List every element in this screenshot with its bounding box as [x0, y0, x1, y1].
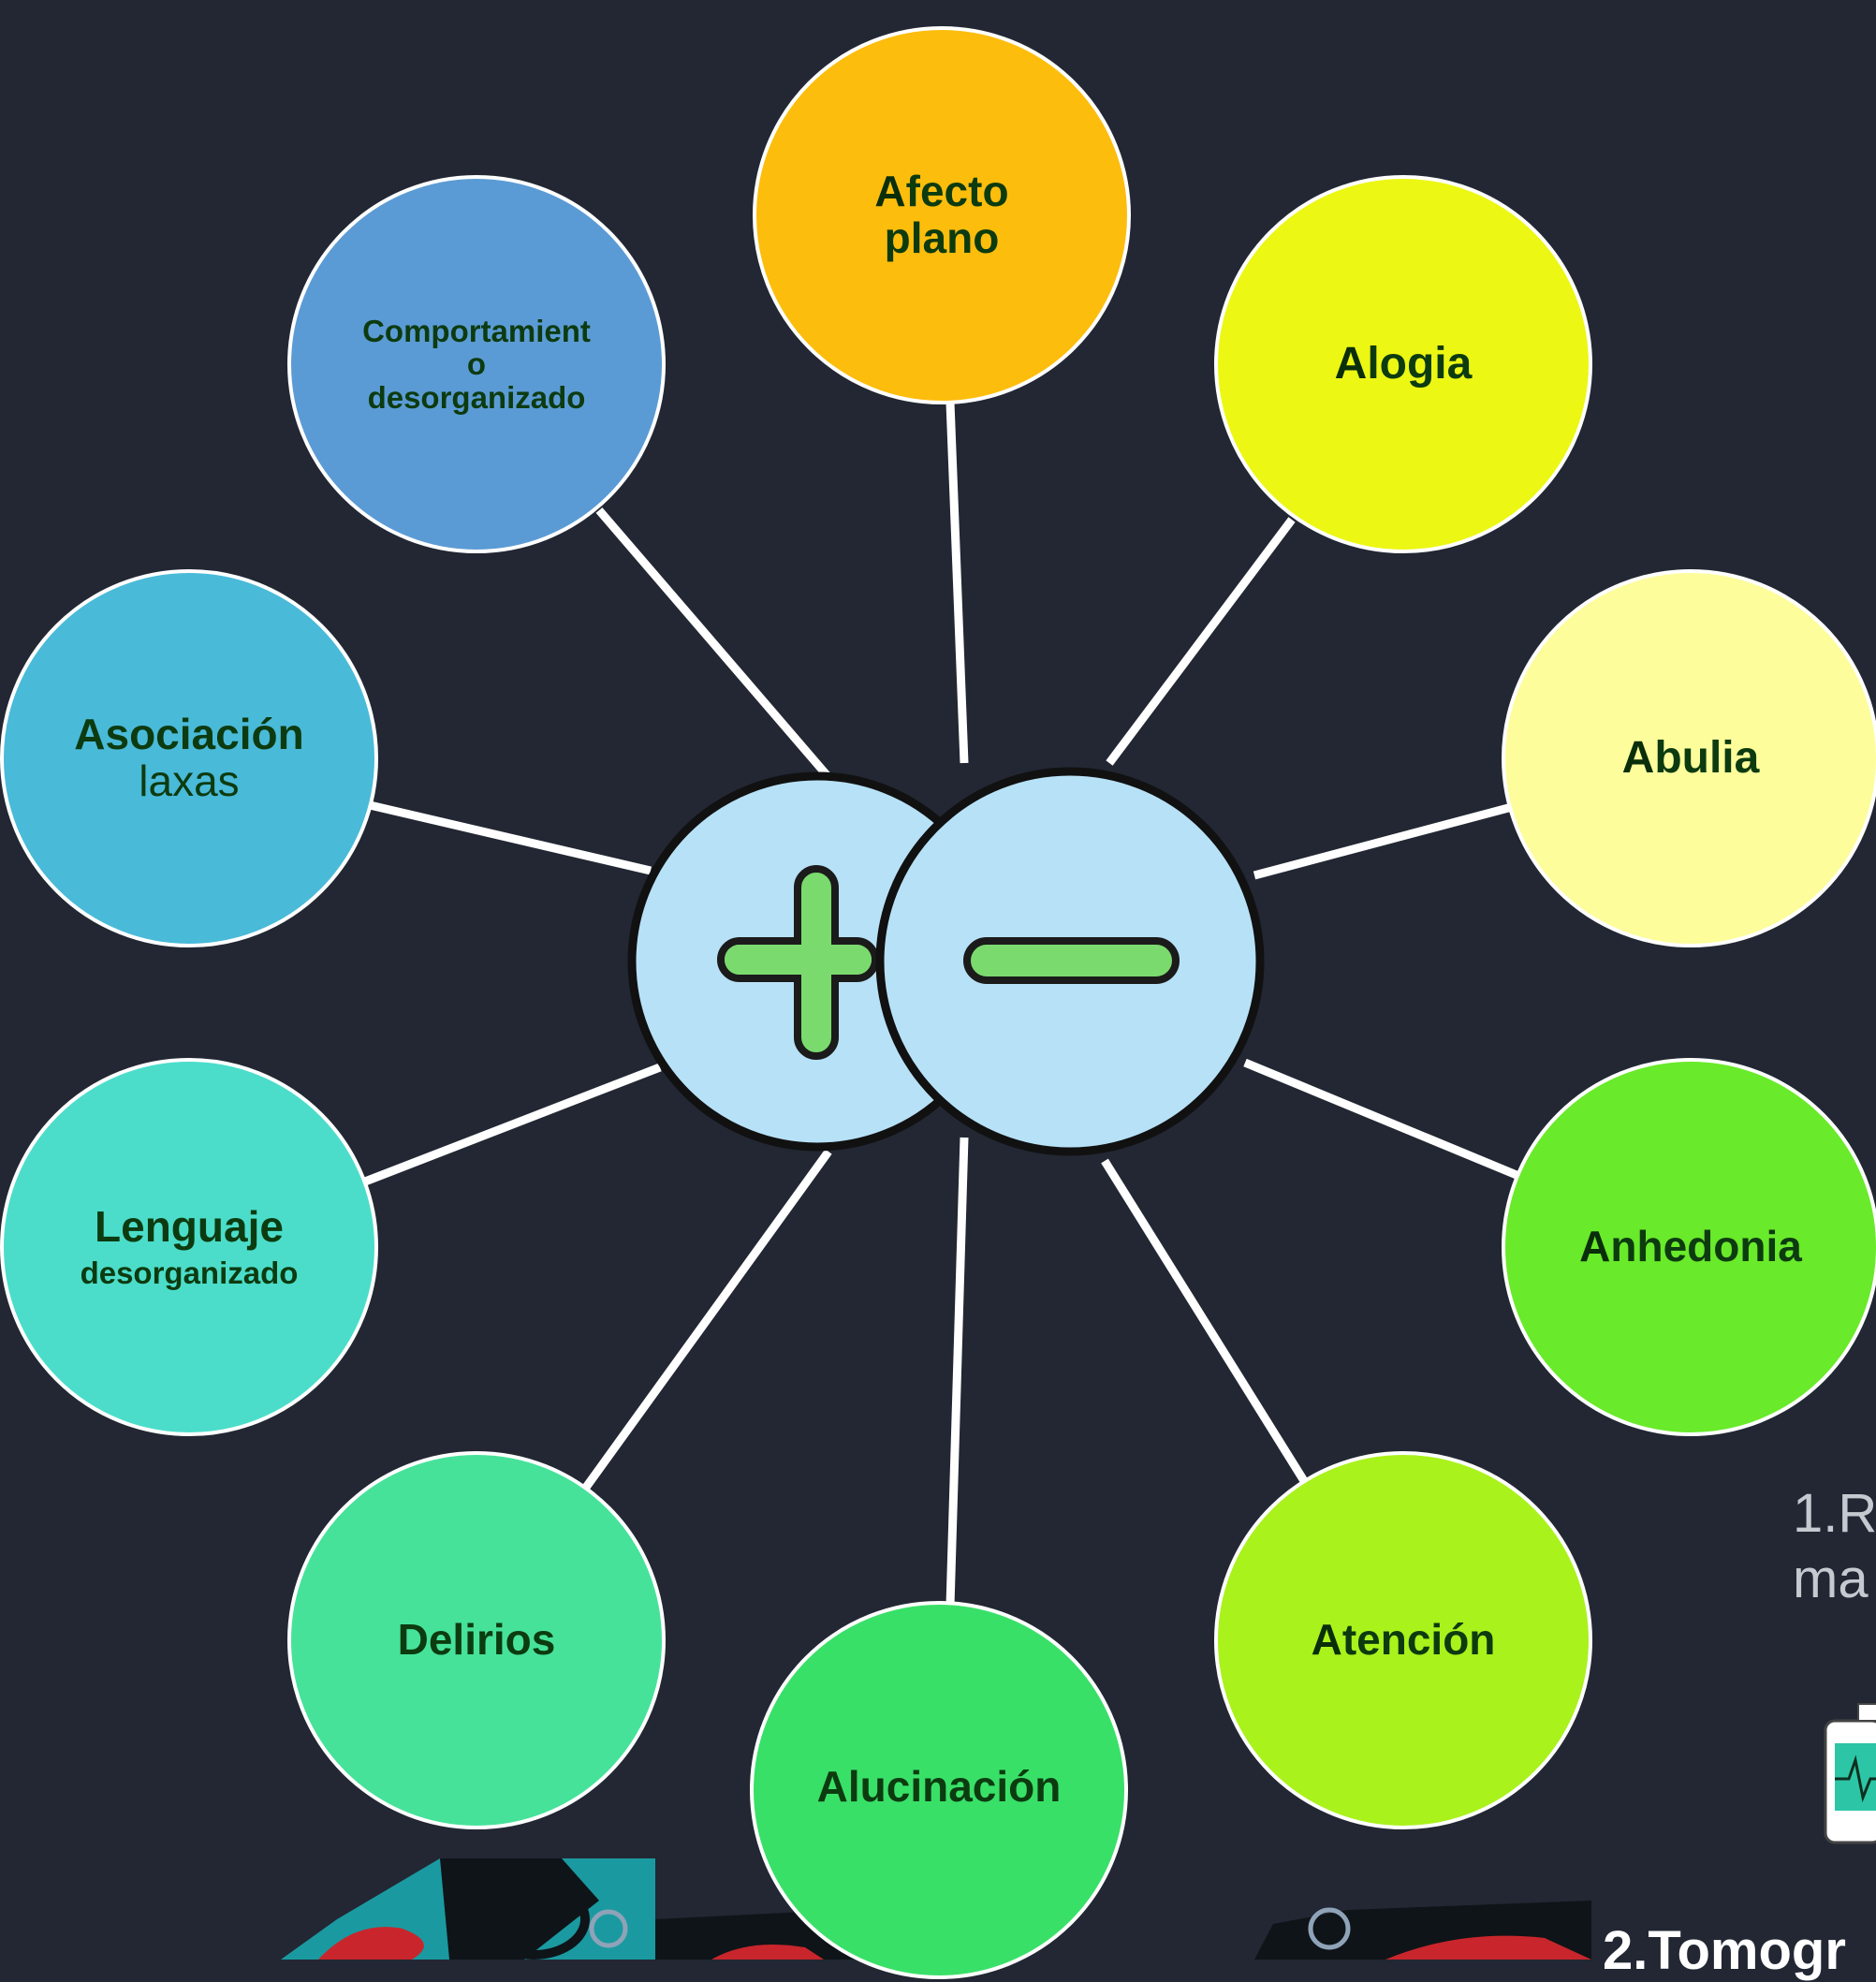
- node-anhedonia-rest: nhedonia: [1610, 1222, 1802, 1271]
- node-alogia-initial: A: [1334, 339, 1368, 389]
- node-anhedonia-initial: A: [1579, 1222, 1611, 1271]
- spoke-alucinacion: [945, 1137, 969, 1607]
- node-comportamiento-line3: desorganizado: [367, 379, 586, 415]
- node-afecto-initial: A: [874, 167, 906, 216]
- bottom-text: 2.Tomogr: [1603, 1920, 1846, 1981]
- node-lenguaje-line2: desorganizado: [80, 1255, 299, 1291]
- node-delirios: Delirios: [287, 1451, 666, 1829]
- node-alogia: Alogia: [1214, 175, 1592, 553]
- node-lenguaje: Lenguaje desorganizado: [0, 1058, 378, 1436]
- node-asociacion-line1: Asociación: [74, 710, 304, 759]
- node-comportamiento: Comportamient o desorganizado: [287, 175, 666, 553]
- monitor-icon: [1824, 1703, 1876, 1844]
- node-asociacion: Asociación laxas: [0, 569, 378, 947]
- node-atencion: Atención: [1214, 1451, 1592, 1829]
- node-lenguaje-line1: Lenguaje: [95, 1202, 284, 1252]
- spoke-abulia: [1253, 802, 1514, 880]
- side-text-line1: 1.R: [1793, 1483, 1876, 1544]
- decorative-art-right: [1254, 1901, 1591, 1960]
- spoke-lenguaje: [363, 1063, 662, 1186]
- spoke-alogia: [1106, 517, 1296, 766]
- spoke-comportamiento: [595, 507, 832, 780]
- side-text: 1.R ma: [1793, 1481, 1876, 1611]
- node-alogia-rest: logia: [1367, 339, 1473, 389]
- spoke-afecto-plano: [945, 402, 969, 764]
- node-alucinacion-label: Alucinación: [816, 1762, 1062, 1811]
- node-atencion-rest: tención: [1341, 1615, 1496, 1665]
- node-asociacion-line2: laxas: [139, 756, 240, 805]
- node-delirios-label: Delirios: [397, 1615, 556, 1665]
- side-text-line2: ma: [1793, 1548, 1869, 1609]
- spoke-delirios: [581, 1149, 832, 1491]
- node-comportamiento-line2: o: [466, 346, 487, 382]
- node-abulia: Abulia: [1502, 569, 1876, 947]
- node-abulia-rest: bulia: [1654, 733, 1760, 784]
- node-alucinacion: Alucinación: [750, 1601, 1128, 1979]
- node-afecto-rest: fecto: [905, 167, 1009, 216]
- spoke-anhedonia: [1243, 1058, 1518, 1180]
- spoke-asociacion: [368, 800, 652, 875]
- node-anhedonia: Anhedonia: [1502, 1058, 1876, 1436]
- node-comportamiento-line1: Comportamient: [362, 313, 591, 348]
- node-afecto-plano: Afecto plano: [753, 26, 1131, 404]
- node-abulia-initial: A: [1621, 733, 1655, 784]
- node-afecto-line2: plano: [884, 213, 1000, 262]
- node-atencion-initial: A: [1311, 1615, 1342, 1665]
- spoke-atencion: [1101, 1158, 1310, 1487]
